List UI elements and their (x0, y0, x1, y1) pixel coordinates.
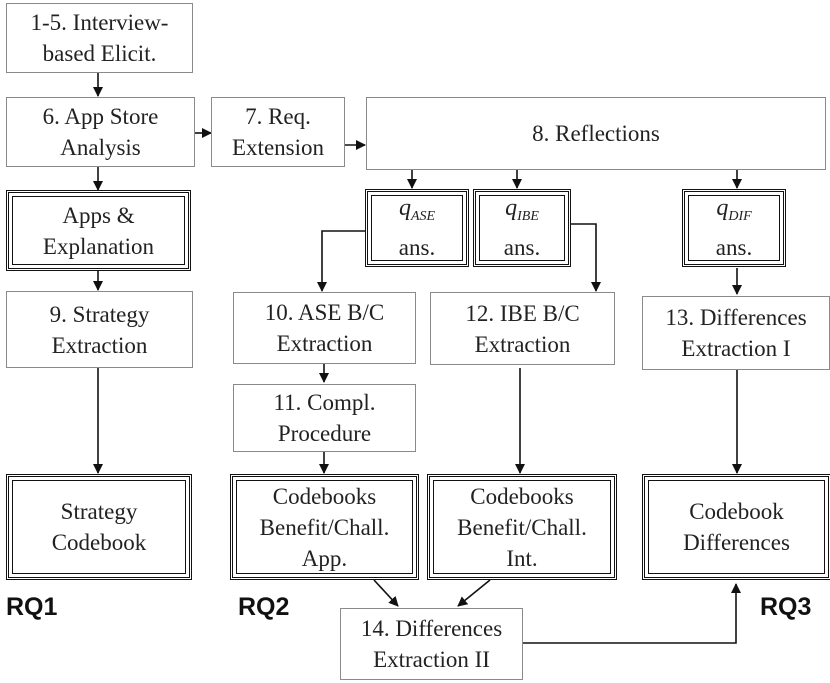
arrow-app-to-14 (373, 579, 399, 607)
label-rq2: RQ2 (238, 593, 290, 621)
artifact-q-dif-answers: qDIF ans. (682, 189, 786, 267)
node-app-store-analysis: 6. App Store Analysis (6, 97, 195, 167)
arrow-qibe-to-12 (571, 223, 601, 292)
label-rq3: RQ3 (760, 593, 812, 621)
artifact-codebooks-app: Codebooks Benefit/Chall. App. (230, 474, 419, 580)
node-differences-extraction-2: 14. Differences Extraction II (340, 608, 523, 680)
node-differences-extraction-1: 13. Differences Extraction I (642, 296, 830, 370)
node-ase-bc-extraction: 10. ASE B/C Extraction (233, 292, 416, 364)
arrow-14-to-diff (523, 583, 741, 644)
node-reflections: 8. Reflections (366, 97, 826, 170)
node-req-extension: 7. Req. Extension (211, 97, 345, 167)
artifact-apps-explanation: Apps & Explanation (6, 190, 191, 271)
node-ibe-bc-extraction: 12. IBE B/C Extraction (430, 292, 615, 365)
label-rq1: RQ1 (6, 593, 58, 621)
node-interview-elicit: 1-5. Interview- based Elicit. (6, 3, 193, 73)
artifact-codebooks-int: Codebooks Benefit/Chall. Int. (427, 474, 617, 580)
node-strategy-extraction: 9. Strategy Extraction (6, 291, 193, 368)
arrow-int-to-14 (457, 579, 491, 607)
arrow-qase-to-10 (317, 230, 367, 292)
artifact-codebook-differences: Codebook Differences (642, 474, 830, 580)
node-compl-procedure: 11. Compl. Procedure (233, 384, 416, 452)
artifact-q-ibe-answers: qIBE ans. (473, 189, 571, 267)
artifact-strategy-codebook: Strategy Codebook (6, 474, 192, 580)
artifact-q-ase-answers: qASE ans. (365, 189, 469, 267)
